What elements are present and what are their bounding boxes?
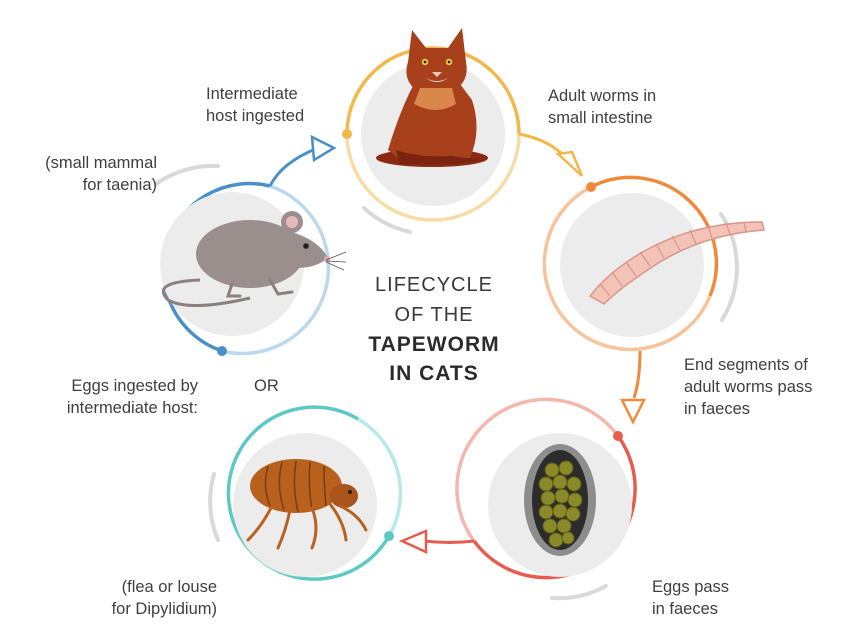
cat-ring-dash <box>362 206 412 234</box>
arrow-cat-to-worm <box>518 132 584 177</box>
worm-node <box>542 175 765 352</box>
worm-ring-dot <box>586 182 596 192</box>
worm-ring-fade <box>542 185 712 352</box>
label-line: in faeces <box>684 400 750 418</box>
label-end-segments: End segments of adult worms pass in faec… <box>684 356 812 418</box>
label-line: intermediate host: <box>67 399 198 417</box>
label-line: Eggs pass <box>652 578 729 596</box>
mouse-ring-fade <box>221 184 331 356</box>
mouse-ring-dash <box>154 163 220 186</box>
egg-ring-fade <box>455 397 620 543</box>
mouse-icon <box>161 211 347 307</box>
egg-ring-dot <box>613 431 623 441</box>
label-line: (small mammal <box>45 154 157 172</box>
egg-node <box>455 397 637 601</box>
egg-capsule-icon <box>524 444 596 556</box>
label-line: adult worms pass <box>684 378 812 396</box>
egg-ring-dash <box>550 584 608 601</box>
title-line-1: LIFECYCLE <box>375 274 493 296</box>
diagram-title: LIFECYCLE OF THE TAPEWORM IN CATS <box>368 274 499 385</box>
label-eggs-pass: Eggs pass in faeces <box>652 578 729 618</box>
label-line: Eggs ingested by <box>71 377 198 395</box>
flea-icon <box>246 459 368 550</box>
label-adult-worms: Adult worms in small intestine <box>548 87 656 127</box>
cat-ring-dot <box>342 129 352 139</box>
label-line: (flea or louse <box>122 578 217 596</box>
mouse-ring-dot <box>217 346 227 356</box>
flea-node <box>208 405 403 581</box>
cat-ring-fade <box>345 133 521 222</box>
label-line: Adult worms in <box>548 87 656 105</box>
worm-ring <box>590 175 719 297</box>
label-line: for Dipylidium) <box>112 600 217 618</box>
label-line: Intermediate <box>206 85 298 103</box>
label-small-mammal: (small mammal for taenia) <box>45 154 157 194</box>
label-line: End segments of <box>684 356 808 374</box>
arrow-egg-to-flea <box>398 529 475 554</box>
cat-icon <box>376 28 488 167</box>
mouse-node <box>154 163 347 356</box>
label-line: host ingested <box>206 107 304 125</box>
flea-ring-fade <box>357 417 403 537</box>
worm-icon <box>588 221 765 305</box>
title-line-4: IN CATS <box>389 362 478 385</box>
flea-ring <box>226 405 391 581</box>
label-eggs-ingested: Eggs ingested by intermediate host: <box>67 377 199 417</box>
label-or: OR <box>254 377 279 395</box>
arrow-worm-to-egg <box>619 350 647 425</box>
flea-ring-dot <box>384 531 394 541</box>
label-flea-louse: (flea or louse for Dipylidium) <box>112 578 217 618</box>
arrow-mouse-to-cat <box>268 134 337 187</box>
label-line: for taenia) <box>83 176 157 194</box>
label-line: small intestine <box>548 109 653 127</box>
flea-ring-dash <box>208 472 220 542</box>
label-intermediate-host-ingested: Intermediate host ingested <box>206 85 304 125</box>
title-line-3: TAPEWORM <box>368 333 499 356</box>
cat-node <box>342 28 521 234</box>
label-line: in faeces <box>652 600 718 618</box>
title-line-2: OF THE <box>395 304 474 326</box>
